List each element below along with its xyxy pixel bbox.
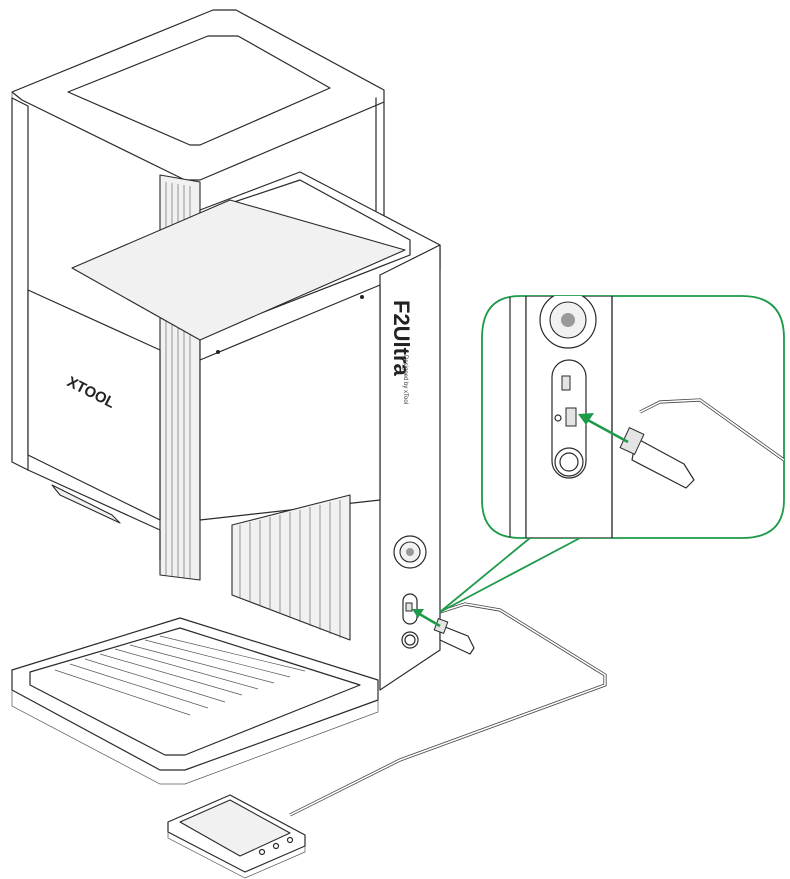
exhaust-grill — [231, 494, 351, 641]
zoom-callout — [481, 295, 785, 539]
lid-left-post — [11, 97, 29, 471]
touch-controller-icon — [167, 794, 306, 879]
zoom-usb-port-icon — [565, 407, 577, 427]
power-button-icon[interactable] — [401, 631, 419, 649]
work-area-window — [71, 199, 406, 341]
lid-handle — [51, 484, 121, 524]
machine-front-face — [199, 284, 381, 521]
machine-right-column — [379, 244, 441, 691]
laser-machine: XTOOL F2Ultra Designed by xTool — [11, 9, 441, 785]
lid-front-panel — [27, 289, 161, 521]
usb-port-icon[interactable] — [405, 602, 413, 612]
model-label: F2Ultra — [389, 300, 414, 377]
base-tray — [11, 617, 379, 771]
zoom-usb-flash-drive-icon — [619, 426, 695, 489]
lid-top-frame — [11, 9, 385, 181]
model-sub-label: Designed by xTool — [402, 355, 408, 404]
zoom-power-button-icon — [554, 447, 584, 477]
usb-flash-drive-icon[interactable] — [433, 618, 475, 655]
